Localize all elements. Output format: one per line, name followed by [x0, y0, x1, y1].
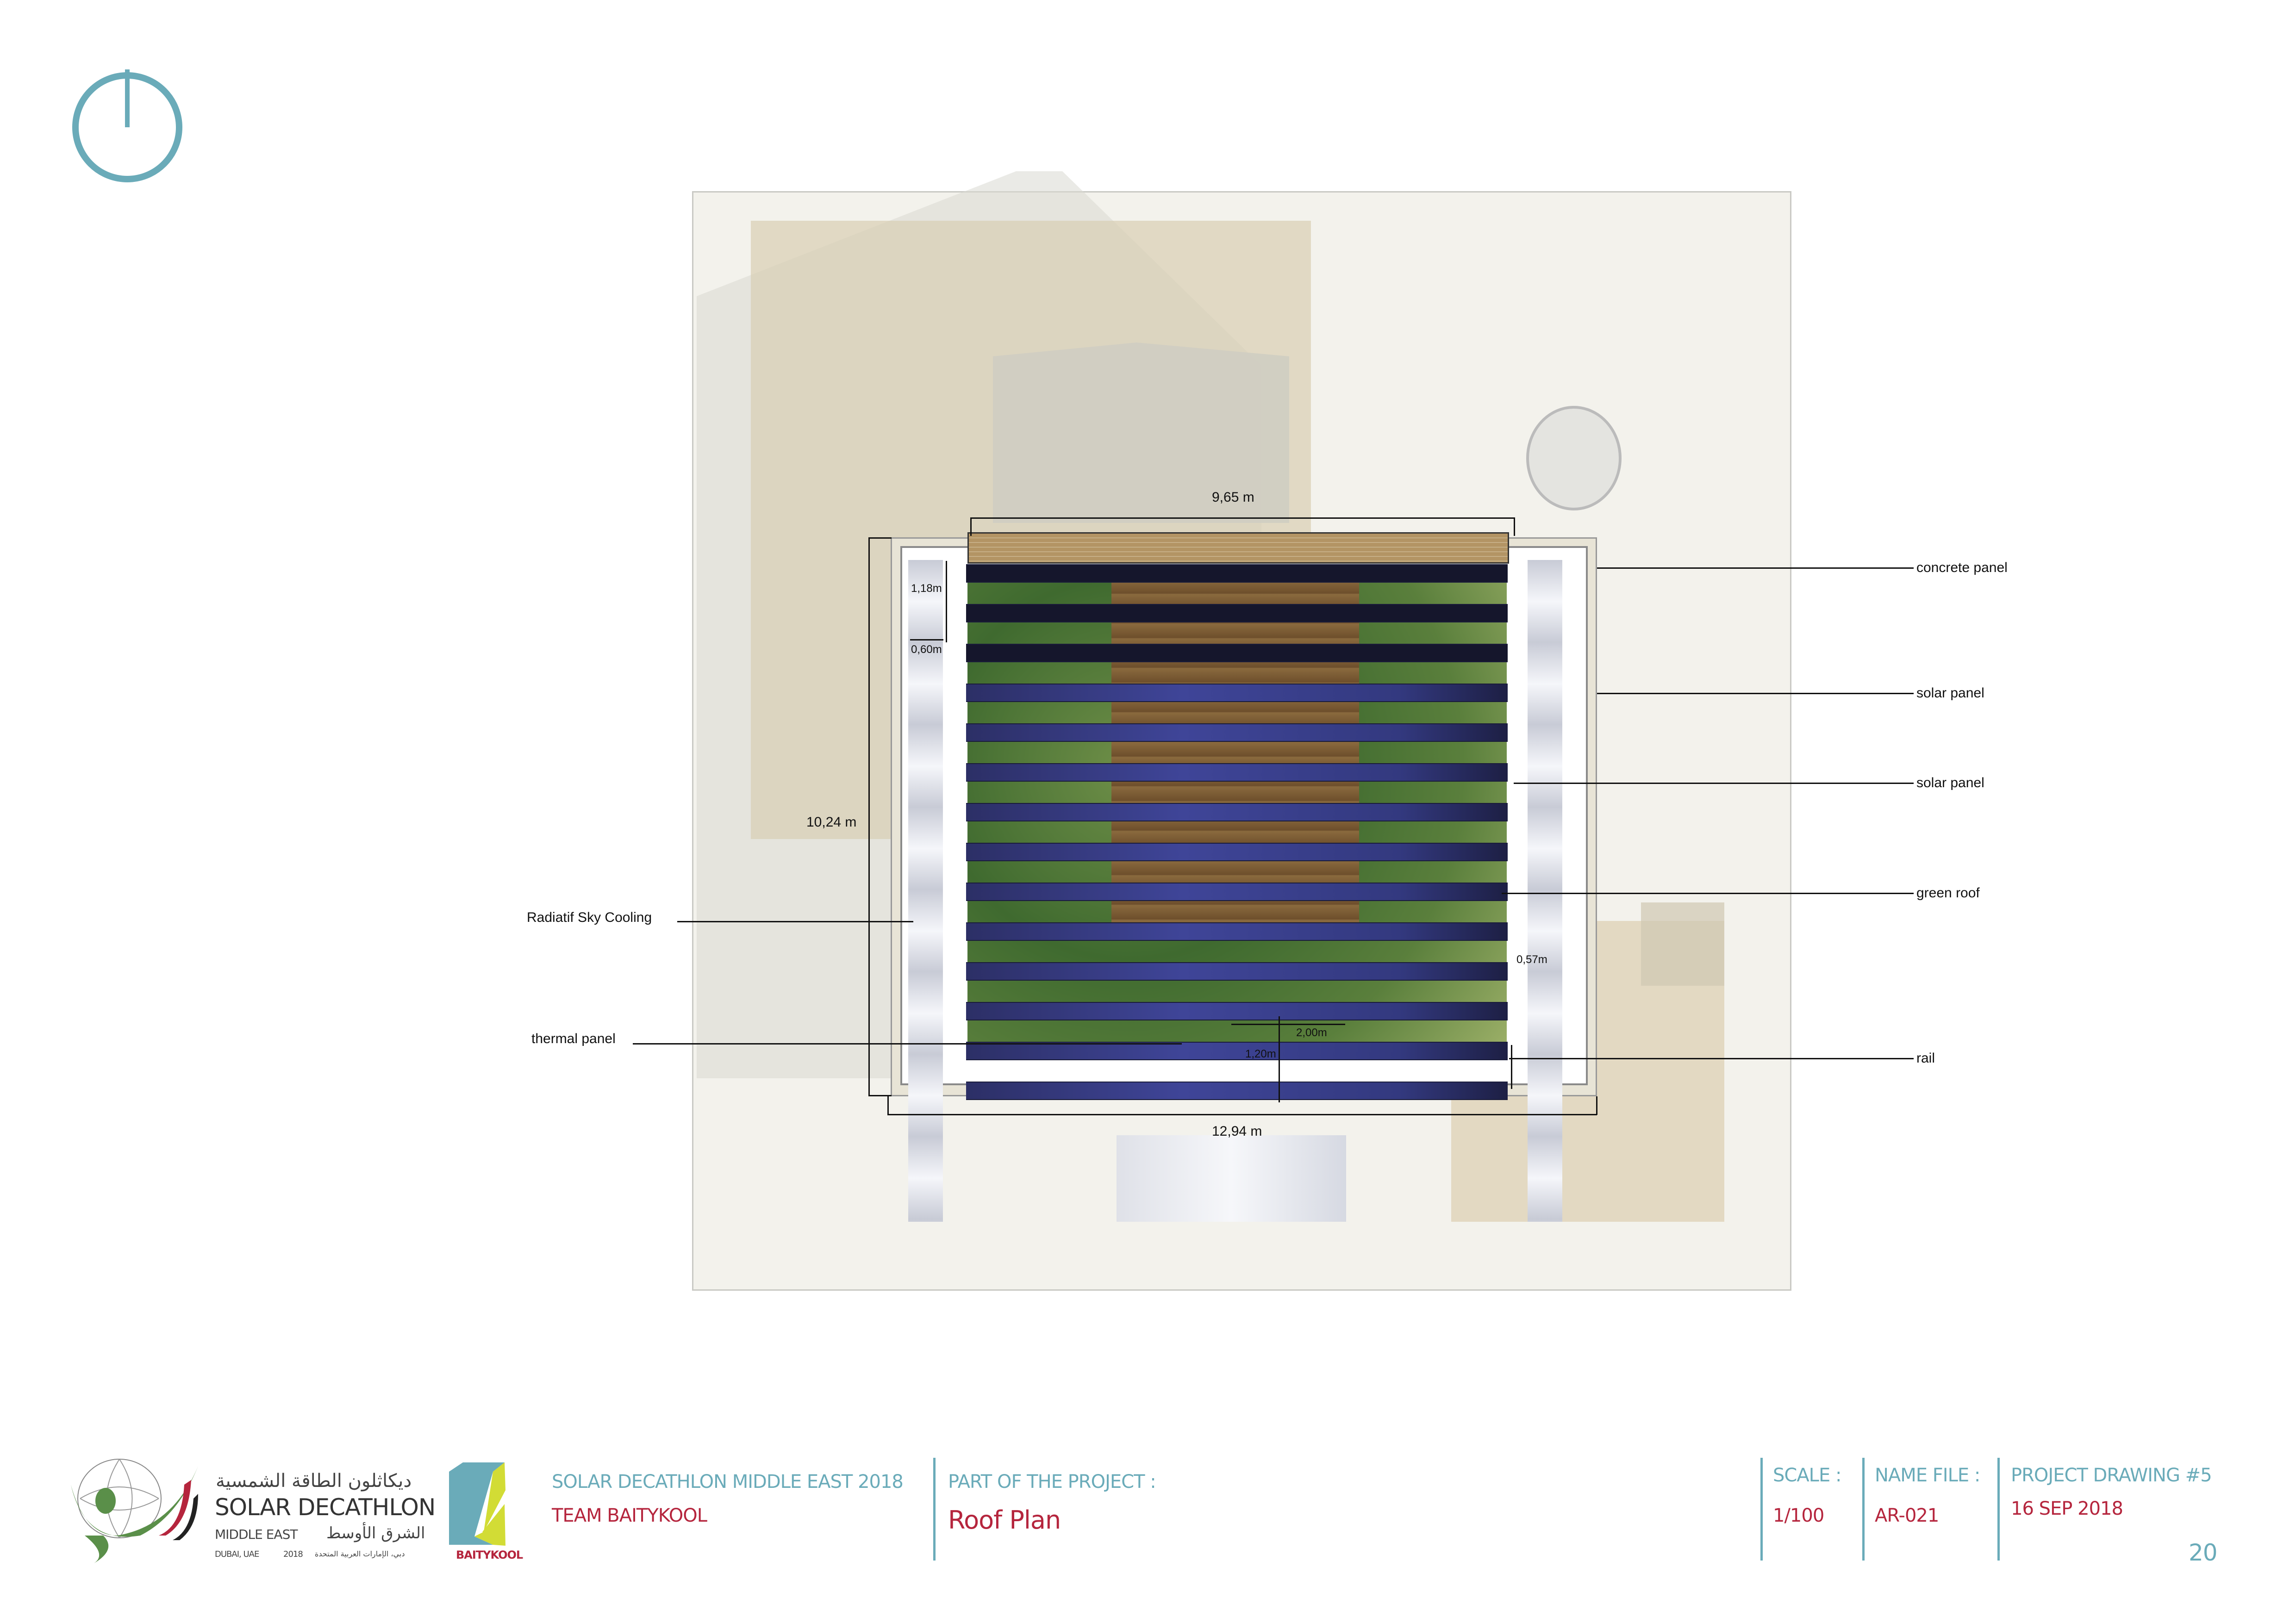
solar-panel — [966, 883, 1508, 901]
dimension-line-depth — [868, 537, 870, 1096]
logo-location-arabic: دبي، الإمارات العربية المتحدة — [315, 1549, 405, 1558]
leader-line — [1509, 1058, 1914, 1059]
leader-line — [1502, 893, 1914, 894]
logo-year: 2018 — [283, 1549, 303, 1559]
scale-value: 1/100 — [1773, 1505, 1824, 1526]
radiatif-sky-cooling-column-right — [1528, 560, 1562, 1222]
dimension-line-roof-width — [970, 517, 1515, 519]
footer-divider — [1862, 1458, 1865, 1561]
baitykool-logo-text: BAITYKOOL — [456, 1548, 523, 1561]
dimension-tick — [868, 1095, 892, 1096]
logo-region: MIDDLE EAST — [215, 1527, 298, 1542]
dimension-tick — [887, 1096, 889, 1115]
dimension-line-thermal-width — [1279, 1016, 1280, 1102]
solar-panel — [966, 684, 1508, 702]
leader-line — [677, 921, 913, 922]
pergola-top — [967, 532, 1509, 564]
solar-panel — [966, 604, 1508, 622]
team-name: TEAM BAITYKOOL — [552, 1505, 707, 1526]
scale-label: SCALE : — [1773, 1465, 1841, 1486]
project-drawing-label: PROJECT DRAWING #5 — [2011, 1465, 2212, 1486]
dimension-overall-width: 12,94 m — [1212, 1124, 1262, 1139]
leader-line — [633, 1043, 1182, 1045]
dimension-line-width — [887, 1114, 1597, 1115]
solar-panel — [966, 1002, 1508, 1020]
part-of-project-value: Roof Plan — [948, 1505, 1061, 1535]
dimension-cooling-panel-length: 1,18m — [911, 582, 942, 595]
dimension-roof-width: 9,65 m — [1212, 490, 1254, 505]
logo-location: DUBAI, UAE — [215, 1549, 259, 1559]
solar-panel — [966, 723, 1508, 742]
footer-divider — [933, 1458, 936, 1561]
dimension-line-solar-width — [1511, 1045, 1512, 1089]
label-solar-panel: solar panel — [1916, 775, 1984, 790]
dimension-line-thermal-length — [1231, 1024, 1345, 1025]
name-file-value: AR-021 — [1875, 1505, 1939, 1526]
dimension-tick — [1596, 1096, 1597, 1115]
label-solar-panel: solar panel — [1916, 685, 1984, 701]
dimension-thermal-panel-length: 2,00m — [1296, 1026, 1327, 1039]
footer-divider — [1997, 1458, 2000, 1561]
label-radiatif-sky-cooling: Radiatif Sky Cooling — [527, 910, 652, 925]
leader-line — [1514, 783, 1914, 784]
solar-panel — [966, 962, 1508, 981]
dimension-tick — [868, 537, 892, 539]
logo-region-arabic: الشرق الأوسط — [326, 1524, 425, 1542]
dimension-overall-depth: 10,24 m — [806, 815, 857, 830]
baitykool-logo — [449, 1462, 505, 1546]
dimension-solar-panel-width: 0,57m — [1516, 953, 1547, 966]
solar-panel — [966, 644, 1508, 662]
solar-panel — [966, 1042, 1508, 1060]
wood-deck — [1111, 579, 1359, 926]
solar-panel — [966, 1082, 1508, 1100]
leader-line — [1597, 693, 1914, 694]
dimension-line-cooling-width — [910, 639, 943, 640]
solar-decathlon-logo — [71, 1459, 198, 1563]
solar-panel — [966, 564, 1508, 583]
dimension-line-cooling-length — [946, 561, 947, 642]
footer-divider — [1760, 1458, 1763, 1561]
competition-name: SOLAR DECATHLON MIDDLE EAST 2018 — [552, 1471, 904, 1492]
thermal-panel — [1117, 1135, 1346, 1222]
dimension-thermal-panel-width: 1,20m — [1245, 1048, 1276, 1060]
solar-panel — [966, 803, 1508, 821]
solar-panel — [966, 922, 1508, 941]
label-concrete-panel: concrete panel — [1916, 560, 2008, 575]
drawing-date: 16 SEP 2018 — [2011, 1498, 2123, 1519]
dimension-cooling-panel-width: 0,60m — [911, 643, 942, 656]
part-of-project-label: PART OF THE PROJECT : — [948, 1471, 1156, 1492]
label-thermal-panel: thermal panel — [531, 1031, 616, 1046]
dimension-tick — [970, 517, 972, 536]
power-icon — [72, 69, 182, 182]
leader-line — [1597, 567, 1914, 569]
logo-title: SOLAR DECATHLON — [215, 1494, 436, 1521]
solar-panel — [966, 843, 1508, 861]
dimension-tick — [1514, 517, 1515, 536]
solar-panel — [966, 763, 1508, 782]
label-green-roof: green roof — [1916, 885, 1980, 901]
logo-arabic-title: ديكاثلون الطاقة الشمسية — [216, 1470, 412, 1492]
name-file-label: NAME FILE : — [1875, 1465, 1980, 1486]
label-rail: rail — [1916, 1051, 1935, 1066]
page-number: 20 — [2189, 1539, 2218, 1566]
radiatif-sky-cooling-column-left — [908, 560, 943, 1222]
